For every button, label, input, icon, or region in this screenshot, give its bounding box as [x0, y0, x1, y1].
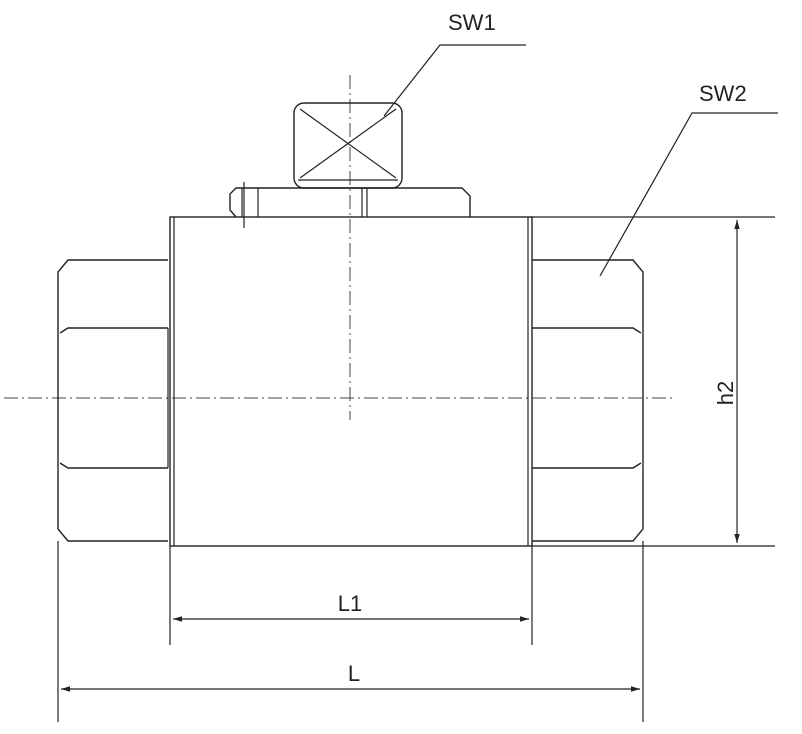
- sw1-leader-line: [383, 44, 526, 117]
- h2-label: h2: [713, 381, 738, 405]
- stem-flange: [229, 182, 471, 228]
- sw1-label: SW1: [448, 10, 496, 35]
- square-stem: [293, 102, 403, 189]
- l1-dimension: [169, 546, 533, 645]
- sw2-label: SW2: [699, 81, 747, 106]
- right-hex-nut: [532, 259, 644, 542]
- l-dimension: [57, 541, 644, 722]
- h2-dimension: [532, 216, 775, 547]
- sw2-leader-line: [599, 112, 778, 277]
- l1-label: L1: [338, 591, 362, 616]
- l-label: L: [348, 661, 360, 686]
- left-hex-nut: [57, 259, 169, 542]
- valve-body: [169, 216, 533, 547]
